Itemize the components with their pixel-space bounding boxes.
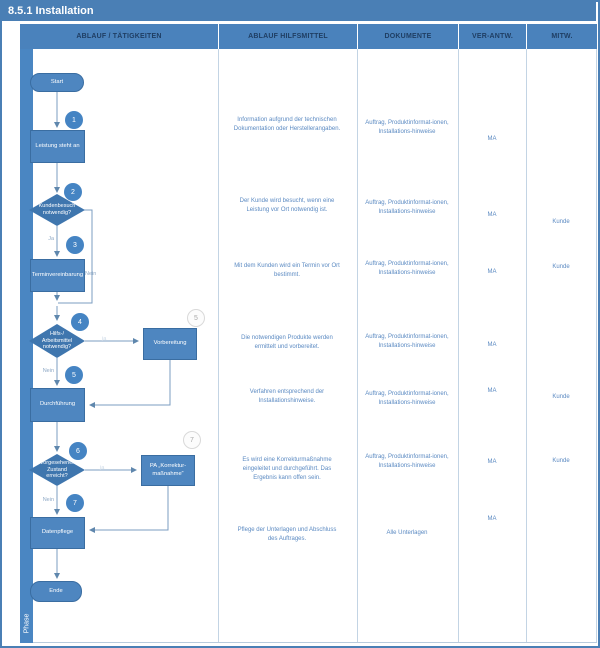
- step-number-badge-2: 2: [64, 183, 82, 201]
- document-title-bar: 8.5.1 Installation: [2, 2, 596, 21]
- column-header-ablauf-taetigkeiten: ABLAUF / TÄTIGKEITEN: [20, 24, 218, 49]
- branch-label-nein-hilfsmittel: Nein: [42, 368, 54, 374]
- cell-dokumente-row-6: Auftrag, Produktinformat-ionen, Installa…: [365, 454, 449, 469]
- flow-step-datenpflege: Datenpflege: [30, 517, 85, 549]
- flow-step-terminvereinbarung: Terminvereinbarung: [30, 259, 85, 292]
- step-number-badge-4: 4: [71, 313, 89, 331]
- branch-label-nein-bypass: Nein: [85, 271, 97, 277]
- cell-verantw-row-2: MA: [487, 212, 497, 218]
- cell-hilfsmittel-row-4: Die notwendigen Produkte werden ermittel…: [241, 335, 333, 350]
- cell-hilfsmittel-row-3: Mit dem Kunden wird ein Termin vor Ort b…: [234, 263, 340, 278]
- column-header-verantw: VER-ANTW.: [458, 24, 526, 49]
- cell-verantw-row-4: MA: [487, 342, 497, 348]
- connector-layer: [54, 92, 171, 579]
- branch-label-ja-vorbereitung: ja: [102, 336, 107, 342]
- cell-dokumente-row-4: Auftrag, Produktinformat-ionen, Installa…: [365, 334, 449, 349]
- document-title: 8.5.1 Installation: [8, 5, 94, 17]
- step-number-badge-7: 7: [66, 494, 84, 512]
- cell-hilfsmittel-row-6: Es wird eine Korrekturmaßnahme eingeleit…: [242, 457, 332, 481]
- cell-verantw-row-3: MA: [487, 269, 497, 275]
- arrow-vorbereitung-to-durchfuehrung: [89, 360, 171, 408]
- table-bottom-border: [20, 642, 597, 643]
- table-right-border: [596, 24, 597, 643]
- cell-dokumente-row-7: Alle Unterlagen: [386, 530, 428, 536]
- cell-verantw-row-1: MA: [487, 136, 497, 142]
- column-header-ablauf-hilfsmittel: ABLAUF HILFSMITTEL: [218, 24, 357, 49]
- cell-mitw-row-2: Kunde: [552, 219, 570, 225]
- cell-dokumente-row-5: Auftrag, Produktinformat-ionen, Installa…: [365, 391, 449, 406]
- cell-hilfsmittel-row-1: Information aufgrund der technischen Dok…: [233, 117, 341, 132]
- arrow-korrektur-to-datenpflege: [89, 486, 169, 533]
- bypass-nein-line: [58, 209, 93, 304]
- cell-hilfsmittel-row-2: Der Kunde wird besucht, wenn eine Leistu…: [239, 198, 335, 213]
- column-separator: [357, 49, 358, 643]
- cell-verantw-row-5: MA: [487, 388, 497, 394]
- branch-label-ja-korrektur: ja: [100, 465, 105, 471]
- cell-hilfsmittel-row-5: Verfahren entsprechend der Installations…: [249, 389, 325, 404]
- cell-hilfsmittel-row-7: Pflege der Unterlagen und Abschluss des …: [237, 527, 337, 542]
- column-separator: [458, 49, 459, 643]
- column-header-dokumente: DOKUMENTE: [357, 24, 458, 49]
- column-separator: [218, 49, 219, 643]
- cell-mitw-row-6: Kunde: [552, 458, 570, 464]
- branch-label-ja: Ja: [48, 236, 54, 242]
- step-number-badge-6: 6: [69, 442, 87, 460]
- flow-step-pa-korrekturmassnahme: PA „Korrektur- maßnahme“: [141, 455, 195, 486]
- cell-dokumente-row-2: Auftrag, Produktinformat-ionen, Installa…: [365, 200, 449, 215]
- flow-step-leistung: Leistung steht an: [30, 130, 85, 163]
- cell-mitw-row-5: Kunde: [552, 394, 570, 400]
- branch-label-nein-zustand: Nein: [42, 497, 54, 503]
- column-separator: [526, 49, 527, 643]
- flow-end-node: Ende: [30, 581, 82, 602]
- step-number-badge-5: 5: [65, 366, 83, 384]
- step-number-badge-3: 3: [66, 236, 84, 254]
- cell-dokumente-row-1: Auftrag, Produktinformat-ionen, Installa…: [365, 120, 449, 135]
- flow-step-vorbereitung: Vorbereitung: [143, 328, 197, 360]
- cell-dokumente-row-3: Auftrag, Produktinformat-ionen, Installa…: [365, 261, 449, 276]
- table-header-row: ABLAUF / TÄTIGKEITEN ABLAUF HILFSMITTEL …: [20, 24, 597, 49]
- cell-verantw-row-6: MA: [487, 459, 497, 465]
- column-header-mitw: MITW.: [526, 24, 597, 49]
- cell-verantw-row-7: MA: [487, 516, 497, 522]
- step-number-badge-5-ghost: 5: [187, 309, 205, 327]
- phase-sidebar: Phase: [20, 49, 33, 643]
- cell-mitw-row-3: Kunde: [552, 264, 570, 270]
- phase-label: Phase: [23, 613, 30, 634]
- flow-step-durchfuehrung: Durchführung: [30, 388, 85, 422]
- step-number-badge-1: 1: [65, 111, 83, 129]
- flow-start-node: Start: [30, 73, 84, 92]
- step-number-badge-7-ghost: 7: [183, 431, 201, 449]
